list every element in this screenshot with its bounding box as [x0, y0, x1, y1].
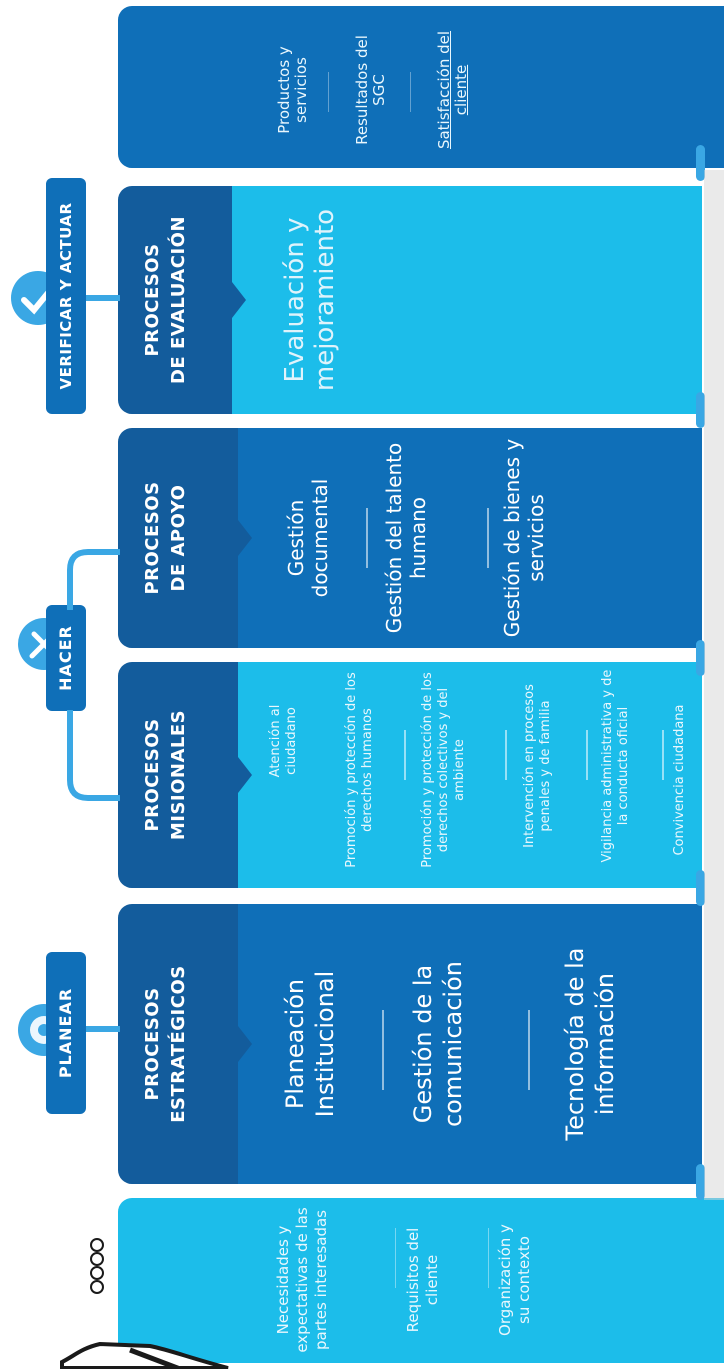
estrategicos-header [118, 904, 238, 1184]
evaluacion-body [232, 186, 702, 414]
misionales-item-5: Vigilancia administrativa y de la conduc… [600, 669, 631, 863]
misionales-separator [404, 730, 406, 780]
evaluacion-header [118, 186, 238, 414]
misionales-separator [586, 730, 588, 780]
evaluacion-header-line2: DE EVALUACIÓN [168, 215, 189, 385]
misionales-header-line1: PROCESOS [142, 718, 163, 832]
planear-connector [72, 1026, 120, 1032]
outputs-separator [328, 72, 329, 112]
misionales-separator [505, 730, 507, 780]
hacer-badge: HACER [46, 605, 86, 711]
connector-cap [696, 640, 705, 676]
outputs-item-2: Resultados del SGC [353, 35, 388, 145]
evaluacion-arrow [232, 282, 246, 318]
estrategicos-item-2: Gestión de la comunicación [409, 961, 467, 1128]
right-rail [704, 170, 724, 1200]
estrategicos-item-3: Tecnología de la información [561, 947, 619, 1141]
estrategicos-arrow [238, 1026, 252, 1062]
apoyo-body [238, 428, 702, 648]
hacer-connector [67, 549, 120, 801]
estrategicos-header-line1: PROCESOS [142, 987, 163, 1101]
outputs-separator [410, 72, 411, 112]
inputs-panel [118, 1198, 724, 1363]
outputs-panel [118, 6, 724, 168]
apoyo-separator [487, 508, 489, 568]
apoyo-header-text: PROCESOS DE APOYO [140, 432, 220, 644]
apoyo-item-1: Gestión documental [284, 478, 332, 598]
misionales-header [118, 662, 238, 888]
inputs-separator [488, 1228, 489, 1288]
apoyo-item-2: Gestión del talento humano [382, 442, 430, 634]
hand-icon [60, 1341, 229, 1369]
verificar-badge: VERIFICAR Y ACTUAR [46, 178, 86, 414]
evaluacion-header-line1: PROCESOS [142, 243, 163, 357]
connector-cap [696, 870, 705, 906]
outputs-item-1: Productos y servicios [275, 46, 310, 134]
outputs-item-3: Satisfacción del cliente [435, 30, 470, 150]
misionales-body [238, 662, 702, 888]
inputs-item-2: Requisitos del cliente [404, 1227, 441, 1333]
estrategicos-body [238, 904, 702, 1184]
evaluacion-header-text: PROCESOS DE EVALUACIÓN [140, 190, 220, 410]
estrategicos-separator [528, 1010, 530, 1090]
misionales-header-line2: MISIONALES [168, 709, 189, 841]
evaluacion-item-1: Evaluación y mejoramiento [280, 208, 340, 392]
connector-cap [696, 392, 705, 428]
fingers-icon [90, 1238, 104, 1294]
apoyo-header-line2: DE APOYO [168, 484, 189, 592]
apoyo-item-3: Gestión de bienes y servicios [500, 438, 548, 638]
misionales-arrow [238, 757, 252, 793]
misionales-item-6: Convivencia ciudadana [672, 704, 687, 856]
inputs-item-3: Organización y su contexto [496, 1224, 533, 1336]
misionales-item-1: Atención al ciudadano [268, 704, 299, 778]
estrategicos-item-1: Planeación Institucional [281, 970, 339, 1118]
misionales-item-3: Promoción y protección de los derechos c… [420, 672, 467, 868]
inputs-item-1: Necesidades y expectativas de las partes… [274, 1207, 330, 1353]
connector-cap [696, 145, 705, 181]
verificar-connector [68, 295, 120, 301]
misionales-header-text: PROCESOS MISIONALES [140, 666, 220, 884]
misionales-item-4: Intervención en procesos penales y de fa… [522, 684, 553, 848]
apoyo-arrow [238, 520, 252, 556]
estrategicos-header-line2: ESTRATÉGICOS [168, 965, 189, 1123]
misionales-item-2: Promoción y protección de los derechos h… [344, 672, 375, 868]
estrategicos-separator [382, 1010, 384, 1090]
planear-badge: PLANEAR [46, 952, 86, 1114]
estrategicos-header-text: PROCESOS ESTRATÉGICOS [140, 908, 220, 1180]
inputs-separator [395, 1228, 396, 1288]
apoyo-header-line1: PROCESOS [142, 481, 163, 595]
apoyo-header [118, 428, 238, 648]
apoyo-separator [366, 508, 368, 568]
connector-cap [696, 1164, 705, 1200]
misionales-separator [662, 730, 664, 780]
